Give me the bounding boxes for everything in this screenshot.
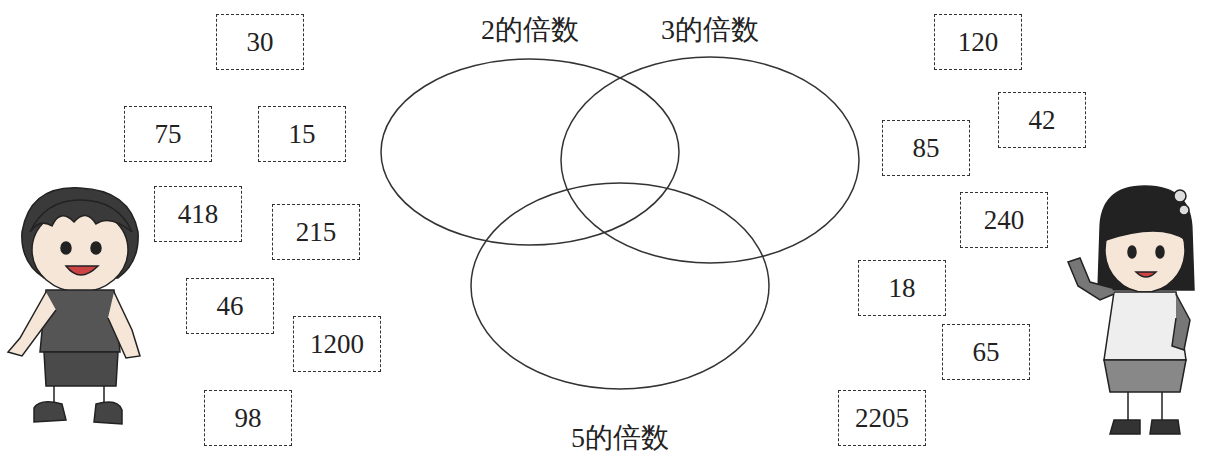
- number-text: 240: [984, 205, 1025, 236]
- set-label: 3的倍数: [661, 11, 759, 49]
- number-card: 46: [186, 278, 274, 334]
- venn-ellipse: 5的倍数: [470, 182, 770, 390]
- number-card: 15: [258, 106, 346, 162]
- number-card: 85: [882, 120, 970, 176]
- number-card: 120: [934, 14, 1022, 70]
- number-card: 18: [858, 260, 946, 316]
- number-text: 15: [289, 119, 316, 150]
- number-card: 42: [998, 92, 1086, 148]
- number-text: 98: [235, 403, 262, 434]
- number-text: 42: [1029, 105, 1056, 136]
- ellipse-outline: [560, 56, 860, 264]
- girl-figure: [1068, 186, 1194, 434]
- number-text: 1200: [310, 329, 364, 360]
- number-text: 75: [155, 119, 182, 150]
- set-label: 5的倍数: [571, 419, 669, 457]
- number-card: 30: [216, 14, 304, 70]
- number-text: 46: [217, 291, 244, 322]
- number-text: 18: [889, 273, 916, 304]
- number-text: 215: [296, 217, 337, 248]
- venn-ellipse: 3的倍数: [560, 56, 860, 264]
- boy-figure: [8, 188, 140, 424]
- number-text: 120: [958, 27, 999, 58]
- number-card: 240: [960, 192, 1048, 248]
- number-card: 98: [204, 390, 292, 446]
- ellipse-outline: [380, 58, 680, 246]
- number-card: 75: [124, 106, 212, 162]
- ellipse-outline: [470, 182, 770, 390]
- number-card: 1200: [293, 316, 381, 372]
- number-text: 2205: [855, 403, 909, 434]
- number-card: 2205: [838, 390, 926, 446]
- number-text: 30: [247, 27, 274, 58]
- set-label: 2的倍数: [481, 11, 579, 49]
- number-text: 85: [913, 133, 940, 164]
- number-card: 418: [154, 186, 242, 242]
- number-card: 65: [942, 324, 1030, 380]
- number-text: 418: [178, 199, 219, 230]
- number-text: 65: [973, 337, 1000, 368]
- number-card: 215: [272, 204, 360, 260]
- venn-ellipse: 2的倍数: [380, 58, 680, 246]
